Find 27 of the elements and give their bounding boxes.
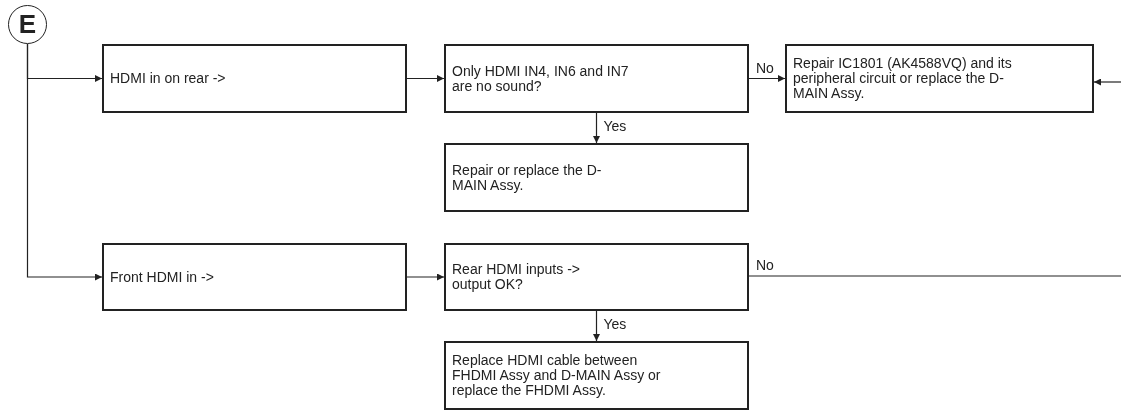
- box-text: Rear HDMI inputs -> output OK?: [452, 262, 581, 292]
- edge-label: No: [755, 258, 775, 273]
- arrow: [593, 112, 600, 144]
- box-text: Repair or replace the D-MAIN Assy.: [452, 162, 603, 193]
- box-text: Replace HDMI cable between FHDMI Assy and D-MAIN Assy or replace the FHDMI Assy.: [452, 353, 662, 398]
- process-box: [102, 44, 407, 113]
- box-text: Only HDMI IN4, IN6 and IN7 are no sound?: [452, 63, 630, 94]
- box-text: Front HDMI in ->: [110, 269, 215, 285]
- process-box: [444, 341, 749, 410]
- arrow: [1093, 78, 1121, 86]
- connector-line: [748, 275, 1121, 277]
- process-box: [444, 44, 749, 113]
- connector-circle: E: [8, 5, 47, 44]
- process-box: [444, 143, 749, 212]
- box-text: Repair IC1801 (AK4588VQ) and its peripheral circuit or replace the D-MAIN Assy.: [793, 56, 1013, 101]
- edge-label: Yes: [602, 119, 628, 134]
- arrow: [748, 75, 786, 82]
- arrow: [593, 310, 600, 342]
- process-box: [785, 44, 1094, 113]
- box-text: HDMI in on rear ->: [110, 71, 227, 86]
- edge-label: No: [755, 60, 775, 76]
- arrow: [26, 43, 103, 281]
- arrow: [406, 75, 445, 82]
- process-box: [102, 243, 407, 311]
- arrow: [406, 273, 445, 281]
- edge-label: Yes: [602, 317, 628, 332]
- process-box: [444, 243, 749, 311]
